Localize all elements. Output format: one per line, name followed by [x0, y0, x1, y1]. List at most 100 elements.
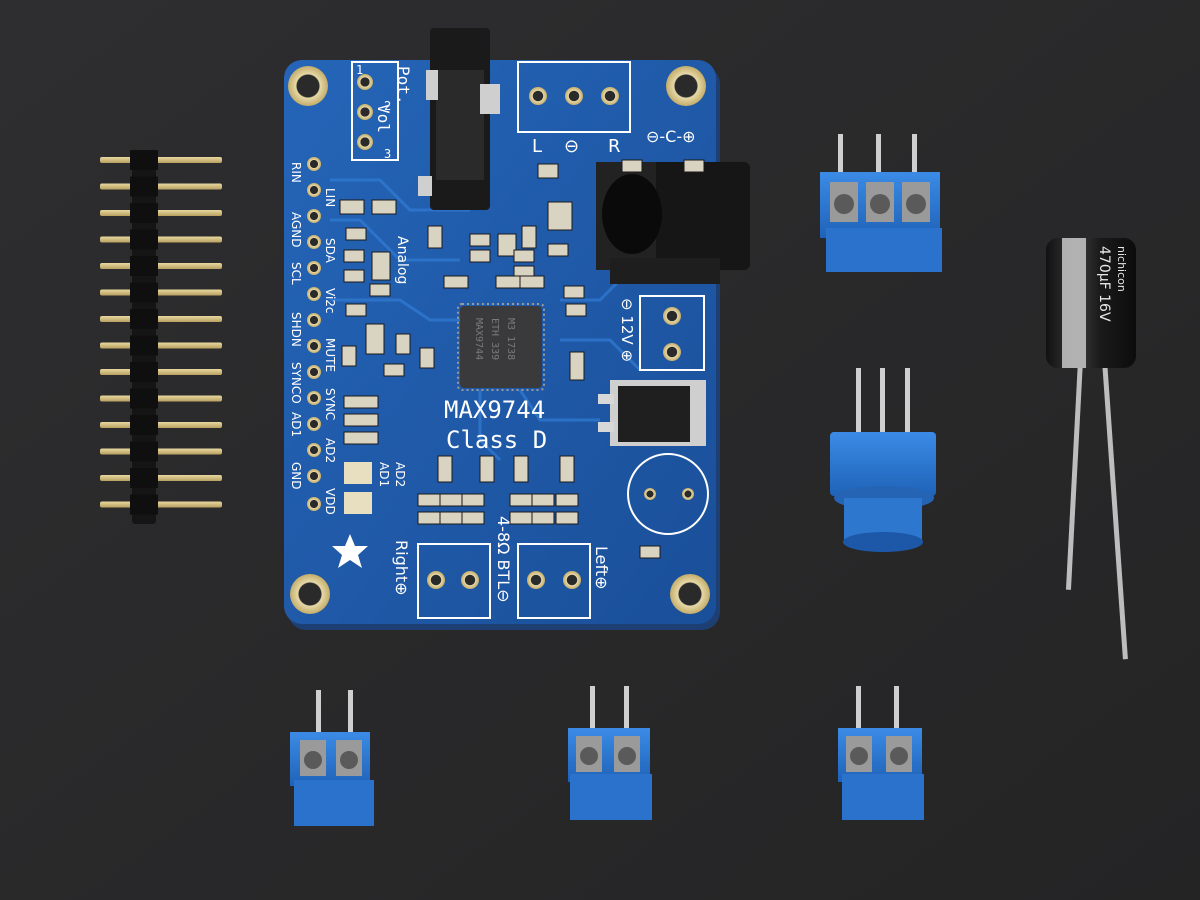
screw-terminal-3pin — [820, 134, 942, 272]
chip-marking-3: M3 1738 — [505, 318, 516, 360]
header-pin — [100, 210, 222, 216]
pot-pin-2: 2 — [384, 99, 391, 113]
smd-part — [555, 493, 579, 507]
smd-part — [345, 303, 367, 317]
smd-part — [513, 249, 535, 263]
header-pin — [100, 183, 222, 190]
chip-title: MAX9744 — [444, 396, 545, 424]
audio-jack — [418, 28, 500, 210]
smd-part — [345, 227, 367, 241]
smd-part — [343, 269, 365, 283]
smd-part — [439, 511, 463, 525]
smd-part — [683, 159, 705, 173]
smd-part — [537, 163, 559, 179]
pin-label-scl: SCL — [289, 262, 303, 285]
header-pin — [100, 236, 222, 243]
pin-label-sync: SYNC — [323, 388, 337, 420]
pin-pad — [307, 391, 321, 405]
pin-pad — [307, 313, 321, 327]
smd-part — [443, 275, 469, 289]
smd-part — [371, 251, 391, 281]
smd-part — [469, 233, 491, 247]
smd-part — [513, 455, 529, 483]
header-pin-spacer — [130, 256, 158, 276]
header-pin-spacer — [130, 229, 158, 250]
analog-label: Analog — [394, 236, 410, 284]
mounting-hole — [666, 66, 706, 106]
screw-terminal-2pin-1 — [290, 690, 374, 826]
pin-label-lin: LIN — [323, 188, 337, 207]
smd-part — [547, 201, 573, 231]
smd-part — [343, 431, 379, 445]
pot-pins: 1 2 3 — [356, 63, 391, 161]
pin-pad — [307, 261, 321, 275]
smd-part — [383, 363, 405, 377]
header-pin — [100, 342, 222, 349]
smd-part — [369, 283, 391, 297]
voltage-label: ⊖ 12V ⊕ — [618, 298, 636, 362]
header-pin — [100, 395, 222, 402]
header-pin — [100, 448, 222, 455]
smd-part — [495, 275, 521, 289]
pin-pad — [307, 235, 321, 249]
header-pin-spacer — [130, 362, 158, 382]
smd-part — [417, 493, 441, 507]
pot-label: Pot. — [394, 66, 413, 105]
max9744-chip: MAX9744 ETH 339 M3 1738 — [457, 303, 545, 391]
header-pin-spacer — [130, 335, 158, 356]
smd-part — [343, 395, 379, 409]
smd-part — [555, 511, 579, 525]
smd-part — [371, 199, 397, 215]
pin-pad — [307, 365, 321, 379]
pin-pad — [307, 417, 321, 431]
smd-part — [339, 199, 365, 215]
smd-part — [419, 347, 435, 369]
smd-part — [343, 413, 379, 427]
smd-part — [621, 159, 643, 173]
header-pin — [100, 289, 222, 296]
ad2-label: AD2 — [393, 462, 407, 487]
logo-star-icon — [332, 534, 368, 568]
electrolytic-capacitor: 470μF 16V nichicon — [1046, 238, 1136, 660]
smd-part — [427, 225, 443, 249]
pot-pin-1: 1 — [356, 63, 363, 77]
pin-label-shdn: SHDN — [289, 312, 303, 347]
smd-components — [339, 159, 705, 559]
ad1-label: AD1 — [377, 462, 391, 487]
pin-pad — [307, 443, 321, 457]
smd-part — [365, 323, 385, 355]
header-pin — [100, 422, 222, 428]
smd-part — [531, 511, 555, 525]
smd-part — [417, 511, 441, 525]
audio-right-label: R — [608, 136, 621, 157]
audio-minus-label: ⊖ — [564, 136, 579, 157]
pin-pad — [307, 157, 321, 171]
smd-part — [639, 545, 661, 559]
smd-part — [461, 511, 485, 525]
header-pin — [100, 501, 222, 508]
screw-terminal-2pin-2 — [568, 686, 652, 820]
header-pin-strip — [100, 150, 222, 524]
capacitor-rating: 470μF 16V — [1096, 246, 1112, 322]
potentiometer — [830, 368, 936, 552]
smd-part — [461, 493, 485, 507]
pin-pad — [307, 183, 321, 197]
smd-part — [341, 345, 357, 367]
smd-part — [395, 333, 411, 355]
smd-part — [509, 493, 533, 507]
capacitor-brand: nichicon — [1115, 246, 1128, 292]
pin-pad — [307, 209, 321, 223]
pin-pad — [307, 469, 321, 483]
mounting-hole — [288, 66, 328, 106]
audio-left-label: L — [532, 136, 542, 157]
pin-label-column: RINLINAGNDSDASCLVi2cSHDNMUTESYNCOSYNCAD1… — [289, 162, 337, 515]
right-output-label: Right⊕ — [392, 540, 411, 596]
header-pin-spacer — [130, 176, 158, 197]
smd-part — [519, 275, 545, 289]
pin-label-ad2: AD2 — [323, 438, 337, 463]
smd-part — [479, 455, 495, 483]
smd-part — [469, 249, 491, 263]
header-pin-spacer — [130, 282, 158, 303]
header-pin — [100, 157, 222, 163]
